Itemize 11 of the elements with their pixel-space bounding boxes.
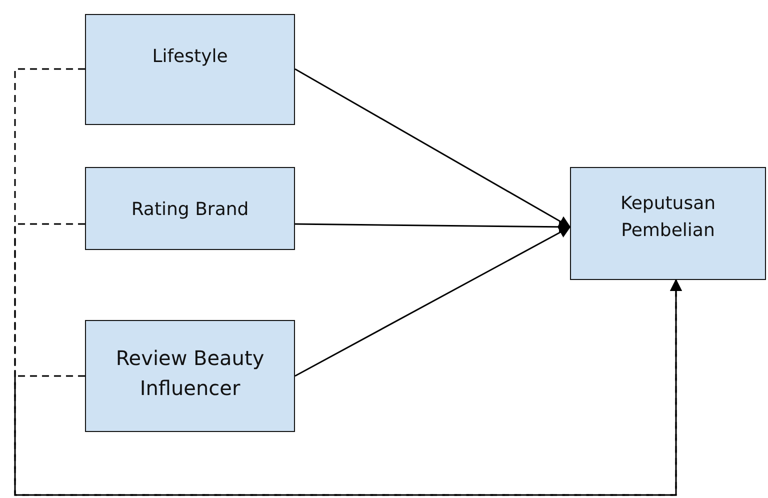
variable-box [85, 167, 295, 250]
variable-label: Keputusan Pembelian [619, 192, 717, 243]
dashed-arrow [14, 279, 682, 496]
variable-box [85, 320, 295, 432]
variable-label: Review Beauty Influencer [114, 345, 266, 402]
arrow [294, 226, 571, 377]
variable-label: Lifestyle [152, 45, 228, 69]
variable-box [570, 167, 766, 280]
variable-label: Rating Brand [131, 198, 249, 222]
variable-box [85, 14, 295, 125]
arrow [294, 68, 571, 228]
